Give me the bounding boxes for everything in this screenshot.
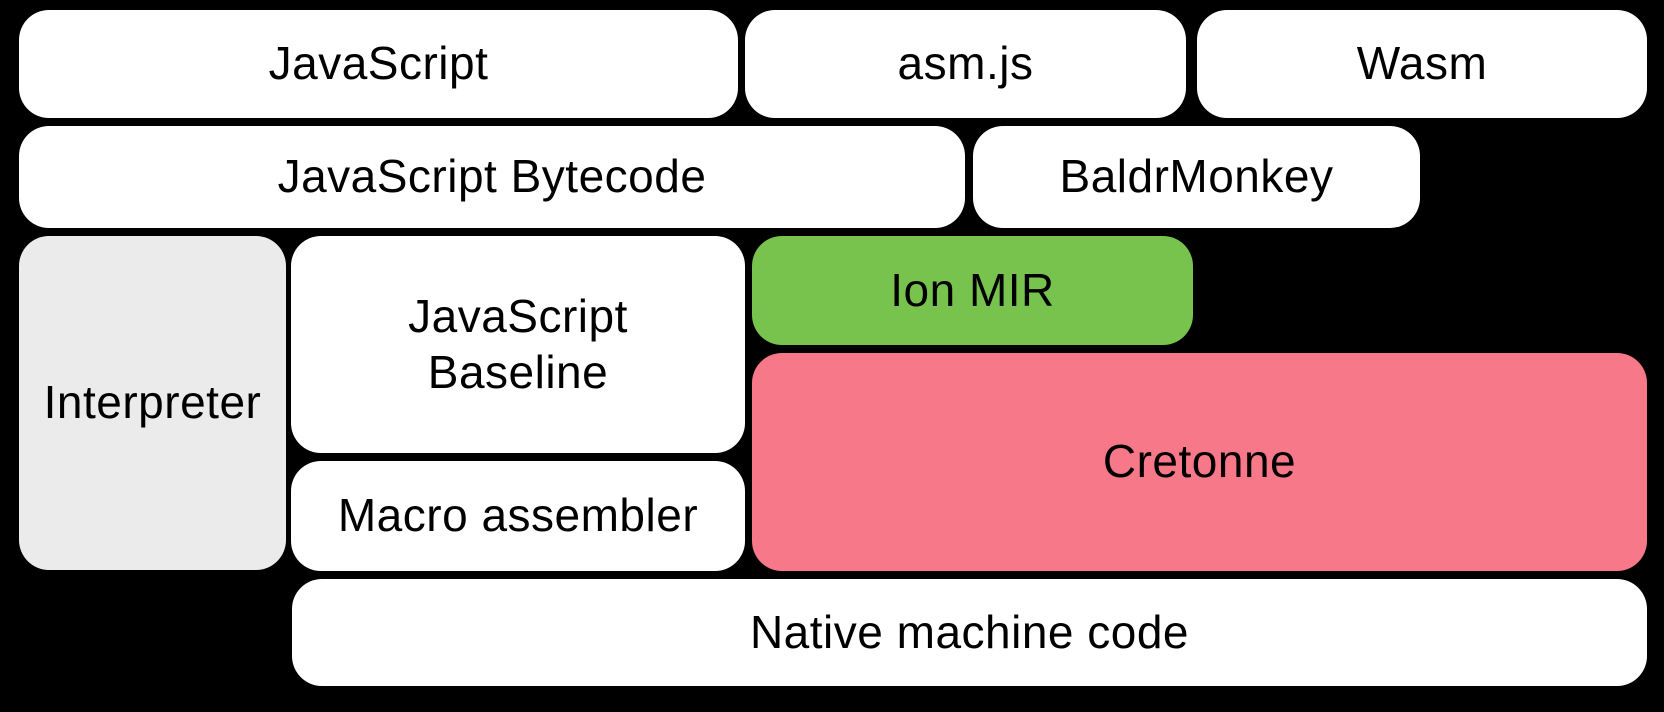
box-javascript-bytecode: JavaScript Bytecode: [19, 126, 965, 228]
box-asmjs-label: asm.js: [897, 37, 1034, 90]
box-wasm: Wasm: [1197, 10, 1647, 118]
box-cretonne-label: Cretonne: [1102, 435, 1297, 488]
box-cretonne: Cretonne: [752, 353, 1647, 571]
box-javascript-baseline-label: JavaScript Baseline: [408, 290, 628, 398]
box-native-machine-code: Native machine code: [292, 579, 1647, 686]
box-javascript-bytecode-label: JavaScript Bytecode: [277, 150, 707, 203]
box-ion-mir-label: Ion MIR: [890, 263, 1055, 316]
box-macro-assembler: Macro assembler: [291, 461, 745, 571]
box-wasm-label: Wasm: [1356, 37, 1488, 90]
box-macro-assembler-label: Macro assembler: [337, 489, 699, 542]
box-ion-mir: Ion MIR: [752, 236, 1193, 345]
box-interpreter-label: Interpreter: [43, 376, 262, 429]
box-javascript-label: JavaScript: [268, 37, 489, 90]
box-javascript: JavaScript: [19, 10, 738, 118]
box-interpreter: Interpreter: [19, 236, 286, 570]
box-baldrmonkey-label: BaldrMonkey: [1059, 150, 1334, 203]
box-native-machine-code-label: Native machine code: [749, 605, 1190, 658]
box-javascript-baseline: JavaScript Baseline: [291, 236, 745, 453]
box-baldrmonkey: BaldrMonkey: [973, 126, 1420, 228]
box-asmjs: asm.js: [745, 10, 1186, 118]
